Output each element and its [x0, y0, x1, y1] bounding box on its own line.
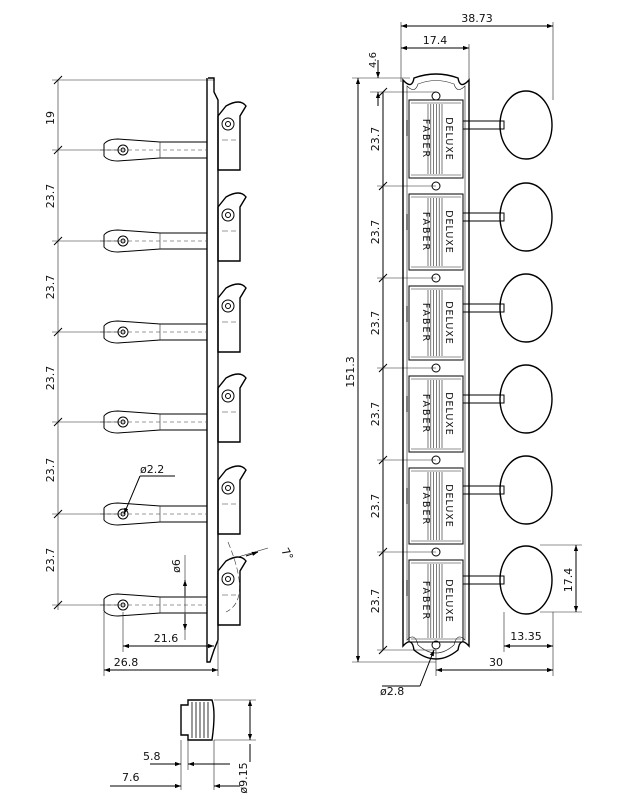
dim-side-spacing-5: 23.7 [44, 548, 57, 573]
mount-screw [431, 547, 441, 557]
dim-side-spacing-4: 23.7 [44, 458, 57, 483]
tuner-shaft [462, 303, 505, 313]
dim-side-hole: ø2.2 [140, 463, 164, 476]
side-tuner-unit [100, 283, 247, 353]
string-post [103, 138, 208, 162]
dim-bushing-diameter: ø9.15 [237, 762, 250, 793]
string-hole [117, 235, 129, 247]
string-hole [117, 144, 129, 156]
stamp-brand: FABER [420, 581, 431, 621]
bushing-view: 5.8 7.6 ø9.15 [110, 699, 256, 794]
dim-front-spacing-6: 23.7 [369, 589, 382, 614]
front-tuner-unit: FABER DELUXE [406, 181, 553, 271]
gear-housing [217, 373, 247, 443]
stamp-model: DELUXE [443, 301, 454, 345]
tuner-shaft [462, 575, 505, 585]
dim-side-spacing-3: 23.7 [44, 366, 57, 391]
front-view: 38.73 17.4 151.3 4.6 23.7 [344, 12, 582, 698]
screw-hole-top [431, 91, 441, 101]
dim-side-post-length: 21.6 [154, 632, 179, 645]
dim-front-width-total: 38.73 [461, 12, 493, 25]
dim-front-spacing-3: 23.7 [369, 311, 382, 336]
string-hole [117, 599, 129, 611]
front-tuner-unit: FABER DELUXE [406, 90, 553, 179]
dim-side-spacing-1: 23.7 [44, 184, 57, 209]
gear-housing [217, 192, 247, 262]
string-hole [117, 508, 129, 520]
tuner-shaft [462, 120, 505, 130]
dim-front-top-offset: 4.6 [368, 52, 379, 68]
dim-front-overall: 151.3 [344, 356, 357, 388]
front-baseplate [402, 73, 470, 660]
side-tuner-unit [100, 465, 247, 535]
tuner-button [499, 273, 553, 343]
stamp-brand: FABER [420, 486, 431, 526]
screw-hole-bottom [431, 640, 441, 650]
dim-front-button-offset: 13.35 [510, 630, 542, 643]
gear-housing [217, 101, 247, 171]
stamp-brand: FABER [420, 119, 431, 159]
tuner-button [499, 364, 553, 434]
tuner-button [499, 182, 553, 252]
string-hole [117, 416, 129, 428]
mount-screw [431, 181, 441, 191]
side-tuner-unit [100, 373, 247, 443]
tuner-shaft [462, 485, 505, 495]
dim-front-spacing-5: 23.7 [369, 494, 382, 519]
string-post [103, 410, 208, 434]
tuner-button [499, 90, 553, 160]
stamp-model: DELUXE [443, 484, 454, 528]
stamp-brand: FABER [420, 303, 431, 343]
dim-side-shaft: ø6 [170, 559, 183, 573]
string-post [103, 229, 208, 253]
stamp-model: DELUXE [443, 210, 454, 254]
dim-front-spacing-2: 23.7 [369, 220, 382, 245]
string-hole [117, 326, 129, 338]
front-tuner-unit: FABER DELUXE [406, 545, 553, 643]
string-post [103, 320, 208, 344]
front-tuner-unit: FABER DELUXE [406, 273, 553, 361]
front-tuner-unit: FABER DELUXE [406, 363, 553, 453]
tuner-shaft [462, 394, 505, 404]
side-tuner-unit [100, 556, 247, 626]
dim-side-total-length: 26.8 [114, 656, 139, 669]
stamp-model: DELUXE [443, 117, 454, 161]
dim-front-button-height: 17.4 [562, 568, 575, 593]
side-tuner-unit [100, 192, 247, 262]
gear-housing [217, 465, 247, 535]
dim-bushing-length-b: 7.6 [122, 771, 140, 784]
gear-housing [217, 556, 247, 626]
dim-front-screw-hole: ø2.8 [380, 685, 404, 698]
tuner-button [499, 455, 553, 525]
mount-screw [431, 363, 441, 373]
mount-screw [431, 455, 441, 465]
stamp-model: DELUXE [443, 579, 454, 623]
tuner-button [499, 545, 553, 615]
dim-bushing-length-a: 5.8 [143, 750, 161, 763]
stamp-brand: FABER [420, 394, 431, 434]
stamp-brand: FABER [420, 212, 431, 252]
side-plate [206, 77, 219, 663]
dim-front-button-reach: 30 [489, 656, 503, 669]
dim-side-angle: 7° [278, 546, 296, 563]
dim-front-spacing-1: 23.7 [369, 127, 382, 152]
side-tuner-unit [100, 101, 247, 171]
string-post [103, 502, 208, 526]
string-post [103, 593, 208, 617]
front-tuner-unit: FABER DELUXE [406, 455, 553, 545]
dim-front-spacing-4: 23.7 [369, 402, 382, 427]
dim-front-width-plate: 17.4 [423, 34, 448, 47]
tuner-shaft [462, 212, 505, 222]
gear-housing [217, 283, 247, 353]
dim-side-top: 19 [44, 111, 57, 125]
side-view: 19 23.7 23.7 23.7 23.7 23.7 ø2.2 ø6 7° 2… [44, 75, 296, 676]
dim-side-spacing-2: 23.7 [44, 275, 57, 300]
mount-screw [431, 273, 441, 283]
stamp-model: DELUXE [443, 392, 454, 436]
